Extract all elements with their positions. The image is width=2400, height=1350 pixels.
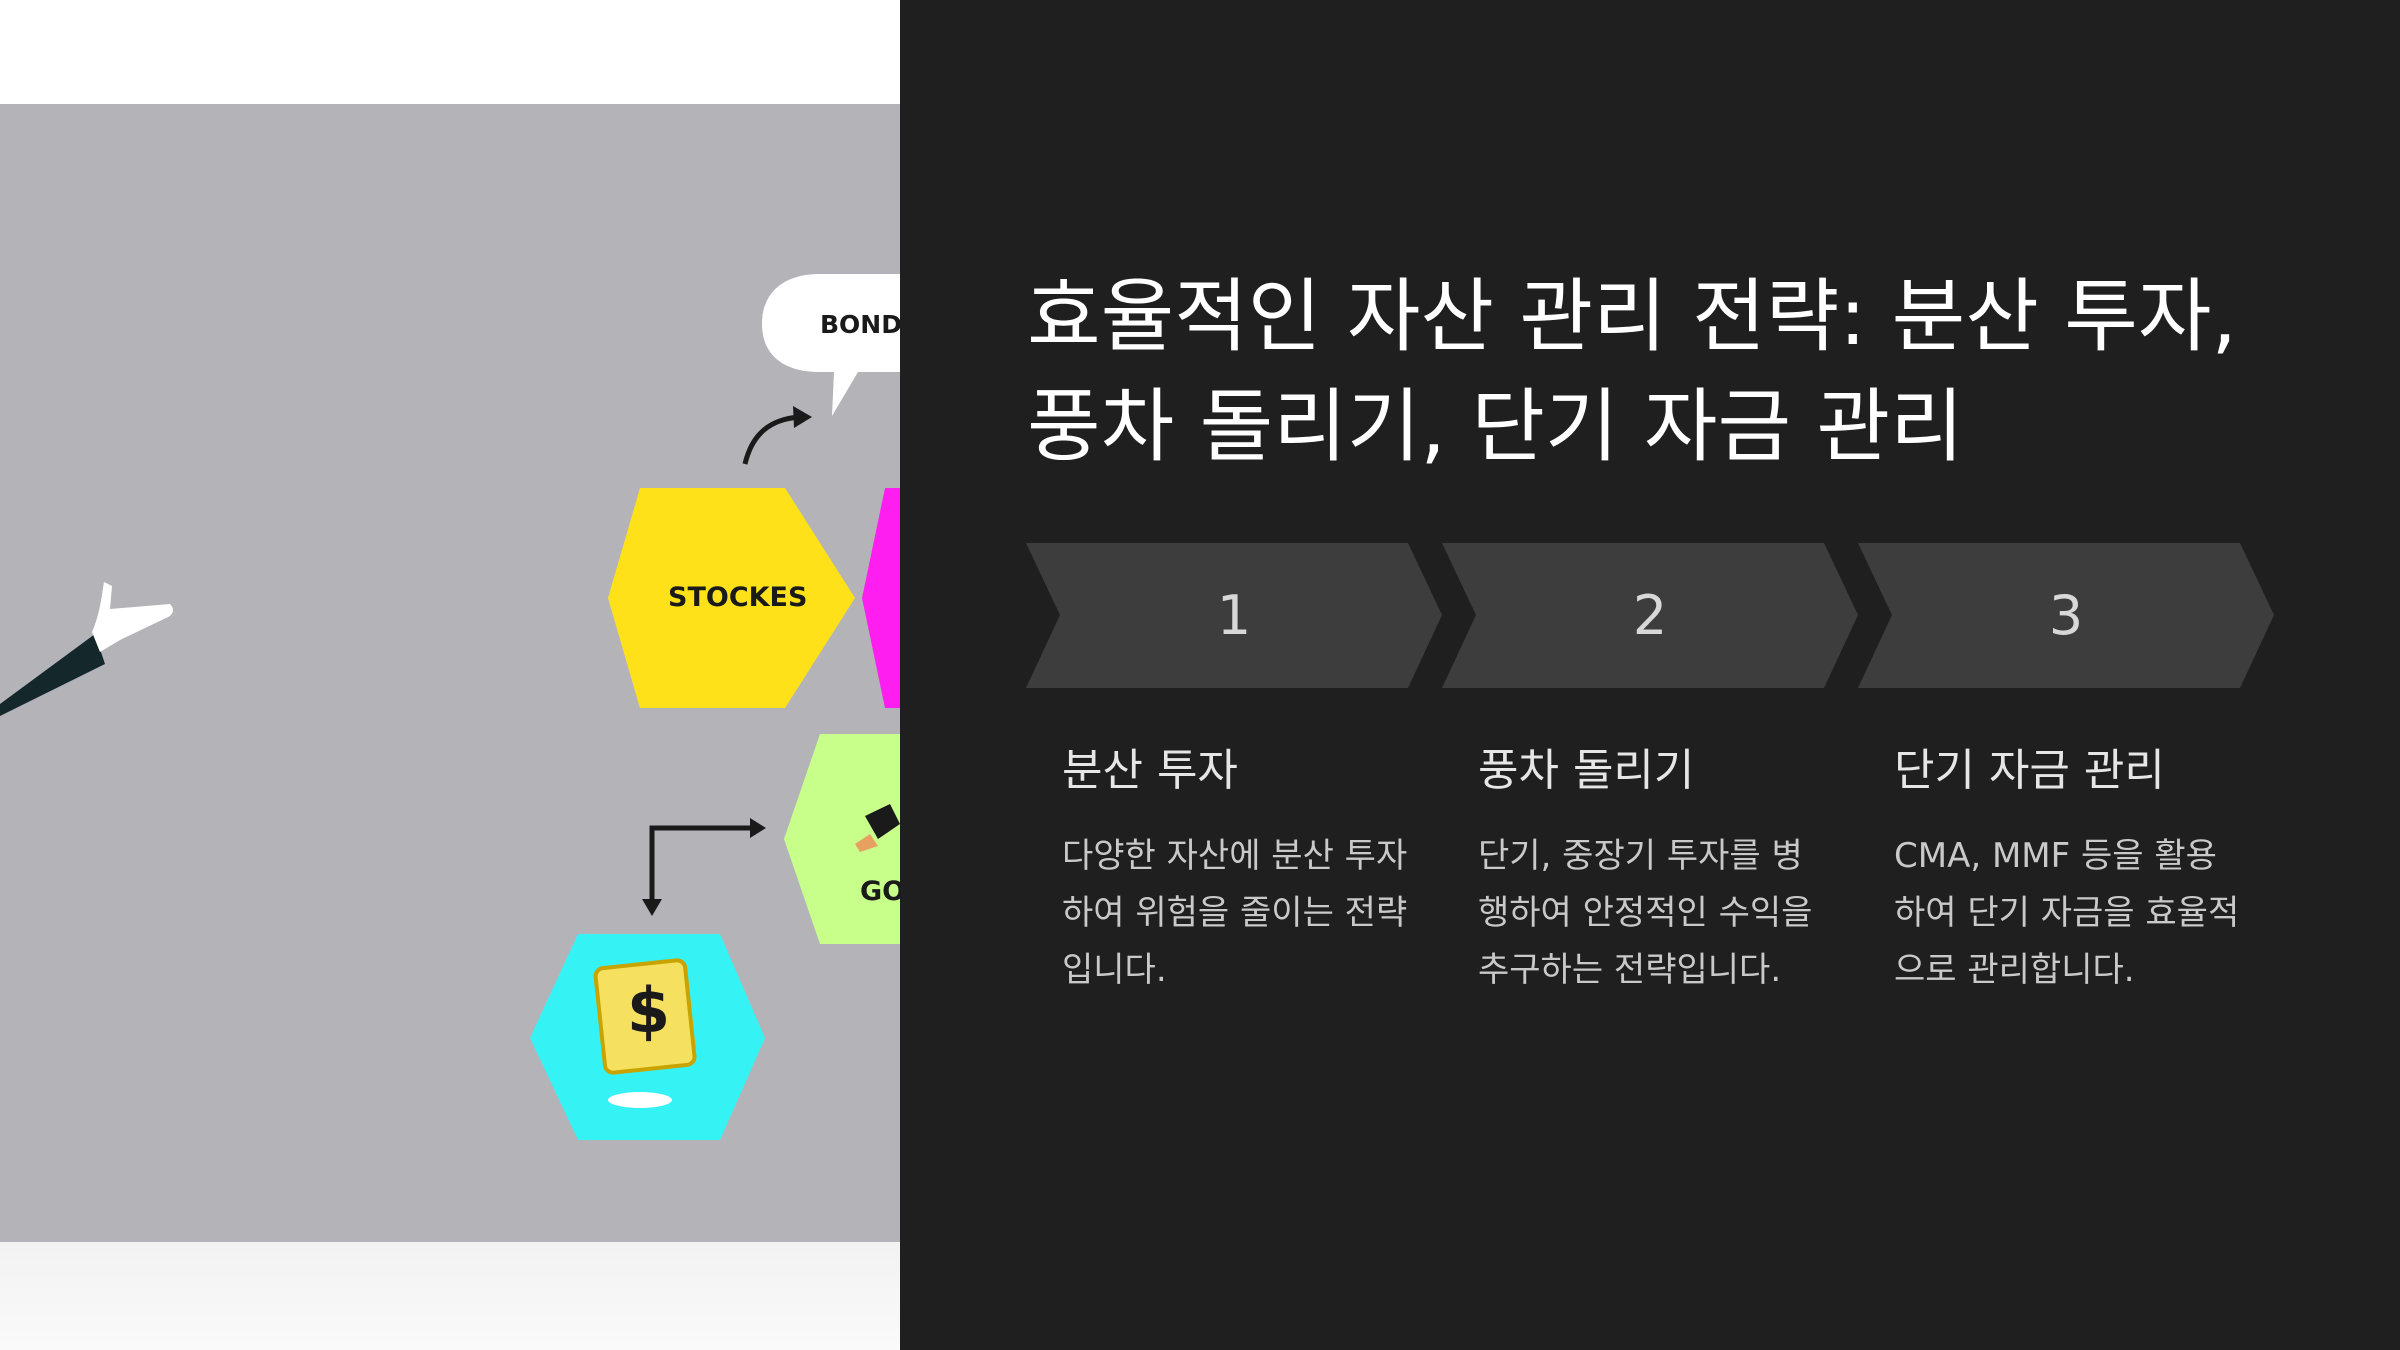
chevron-shape xyxy=(1442,543,1858,688)
investment-illustration: STOCKES BOND GO $ xyxy=(0,104,900,1242)
stocks-label: STOCKES xyxy=(668,582,808,613)
step-description: 단기, 중장기 투자를 병행하여 안정적인 수익을 추구하는 전략입니다. xyxy=(1478,836,1813,990)
illustration-graphic xyxy=(0,274,900,1140)
step-number: 3 xyxy=(2048,584,2084,647)
stocks-hexagon xyxy=(610,488,855,708)
step-column-1: 분산 투자 다양한 자산에 분산 투자하여 위험을 줄이는 전략입니다. xyxy=(1062,734,1412,999)
step-chevron-2: 2 xyxy=(1442,543,1858,688)
pointing-arm xyxy=(0,634,105,716)
gold-label: GO xyxy=(860,876,900,907)
magenta-hexagon xyxy=(862,488,900,708)
gold-hexagon xyxy=(784,734,900,944)
curved-arrow-icon xyxy=(742,414,801,465)
step-number: 2 xyxy=(1632,584,1668,647)
bonds-label: BOND xyxy=(820,310,900,339)
step-heading: 분산 투자 xyxy=(1062,745,1238,796)
step-heading: 단기 자금 관리 xyxy=(1894,745,2165,796)
step-chevron-3: 3 xyxy=(1858,543,2274,688)
elbow-arrow-icon xyxy=(649,825,752,904)
illustration-bottom-strip xyxy=(0,1242,900,1350)
dollar-bill-icon xyxy=(593,958,697,1075)
illustration-panel: STOCKES BOND GO $ xyxy=(0,0,900,1350)
step-chevron-1: 1 xyxy=(1026,543,1442,688)
step-description: 다양한 자산에 분산 투자하여 위험을 줄이는 전략입니다. xyxy=(1062,836,1408,990)
step-column-2: 풍차 돌리기 단기, 중장기 투자를 병행하여 안정적인 수익을 추구하는 전략… xyxy=(1478,734,1828,999)
chevron-shape xyxy=(1026,543,1442,688)
bonds-speech-bubble xyxy=(762,274,900,416)
chevron-shape xyxy=(1858,543,2274,688)
content-panel: 효율적인 자산 관리 전략: 분산 투자, 풍차 돌리기, 단기 자금 관리 1… xyxy=(900,0,2400,1350)
step-number: 1 xyxy=(1216,584,1252,647)
step-heading: 풍차 돌리기 xyxy=(1478,745,1695,796)
dollar-symbol: $ xyxy=(627,974,671,1047)
slide-title: 효율적인 자산 관리 전략: 분산 투자, 풍차 돌리기, 단기 자금 관리 xyxy=(1027,270,2237,473)
step-description: CMA, MMF 등을 활용하여 단기 자금을 효율적으로 관리합니다. xyxy=(1894,836,2240,990)
step-column-3: 단기 자금 관리 CMA, MMF 등을 활용하여 단기 자금을 효율적으로 관… xyxy=(1894,734,2244,999)
pencil-icon xyxy=(865,804,900,839)
hand-icon xyxy=(92,582,173,652)
